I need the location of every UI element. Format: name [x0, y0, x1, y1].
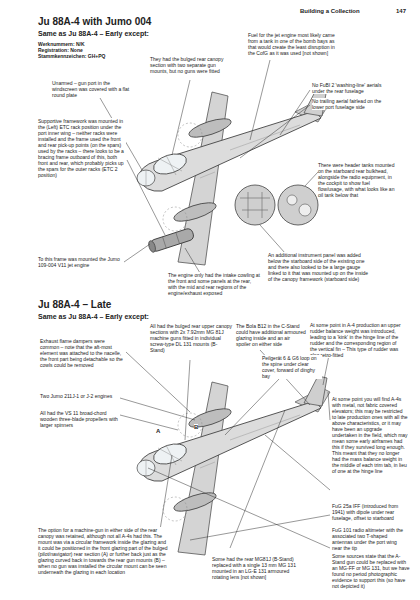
callout-text: Exhaust flame dampers were common – note… [40, 338, 125, 368]
callout-text: The engine only had the intake cowling a… [168, 272, 260, 296]
callout-text: Unarmed – gun port in the windscreen was… [52, 80, 132, 98]
callout-text: An additional instrument panel was added… [268, 252, 370, 282]
callout-text: Stammkennzeichen: GH+PQ [38, 53, 105, 59]
callout-text: They had the bulged rear canopy section … [150, 56, 230, 74]
callout-text: The option for a machine-gun in either s… [38, 527, 168, 575]
callout-text: There were header tanks mounted on the s… [318, 162, 396, 198]
callout-text: Building a Collection [300, 8, 360, 15]
heading-text: B [194, 424, 198, 431]
heading-text: Same as Ju 88A-4 – Early except: [38, 313, 149, 321]
heading-text: Ju 88A-4 – Late [38, 299, 111, 311]
callout-text: At some point in A-4 production an upper… [310, 322, 402, 358]
callout-text: FuG 25a IFF (introduced from 1941) with … [332, 503, 408, 521]
callout-text: All had the bulged rear upper canopy sec… [150, 323, 232, 353]
callout-text: No FuBl 2 'washing-line' aerials under t… [312, 82, 394, 94]
heading-text: Same as Ju 88A-4 – Early except: [38, 30, 149, 38]
callout-text: Some had the rear MG81J (B-Stand) replac… [212, 556, 307, 580]
callout-text: All had the VS 11 broad-chord wooden thr… [40, 410, 120, 428]
callout-text: The Bola B12 in the C-Stand could have a… [236, 323, 306, 347]
callout-text: Supportive framework was mounted in the … [38, 118, 126, 178]
callout-text: Peilgerät 6 & G6 loop on the spine under… [262, 355, 322, 379]
callout-text: Two Jumo 211J-1 or J-2 engines [40, 393, 120, 399]
callout-text: At some point you will find A-4s with me… [332, 396, 408, 474]
callout-text: Fuel for the jet engine most likely came… [248, 32, 338, 56]
callout-text: To this frame was mounted the Jumo 109-0… [38, 256, 123, 268]
heading-text: A [156, 428, 160, 435]
heading-text: Ju 88A-4 with Jumo 004 [38, 16, 151, 28]
callout-text: No trailing aerial fairlead on the lower… [312, 98, 394, 110]
callout-text: Some sources state that the A-Stand gun … [332, 553, 410, 589]
heading-text: 147 [396, 8, 406, 15]
callout-text: FuG 101 radio altimeter with the associa… [332, 527, 408, 551]
